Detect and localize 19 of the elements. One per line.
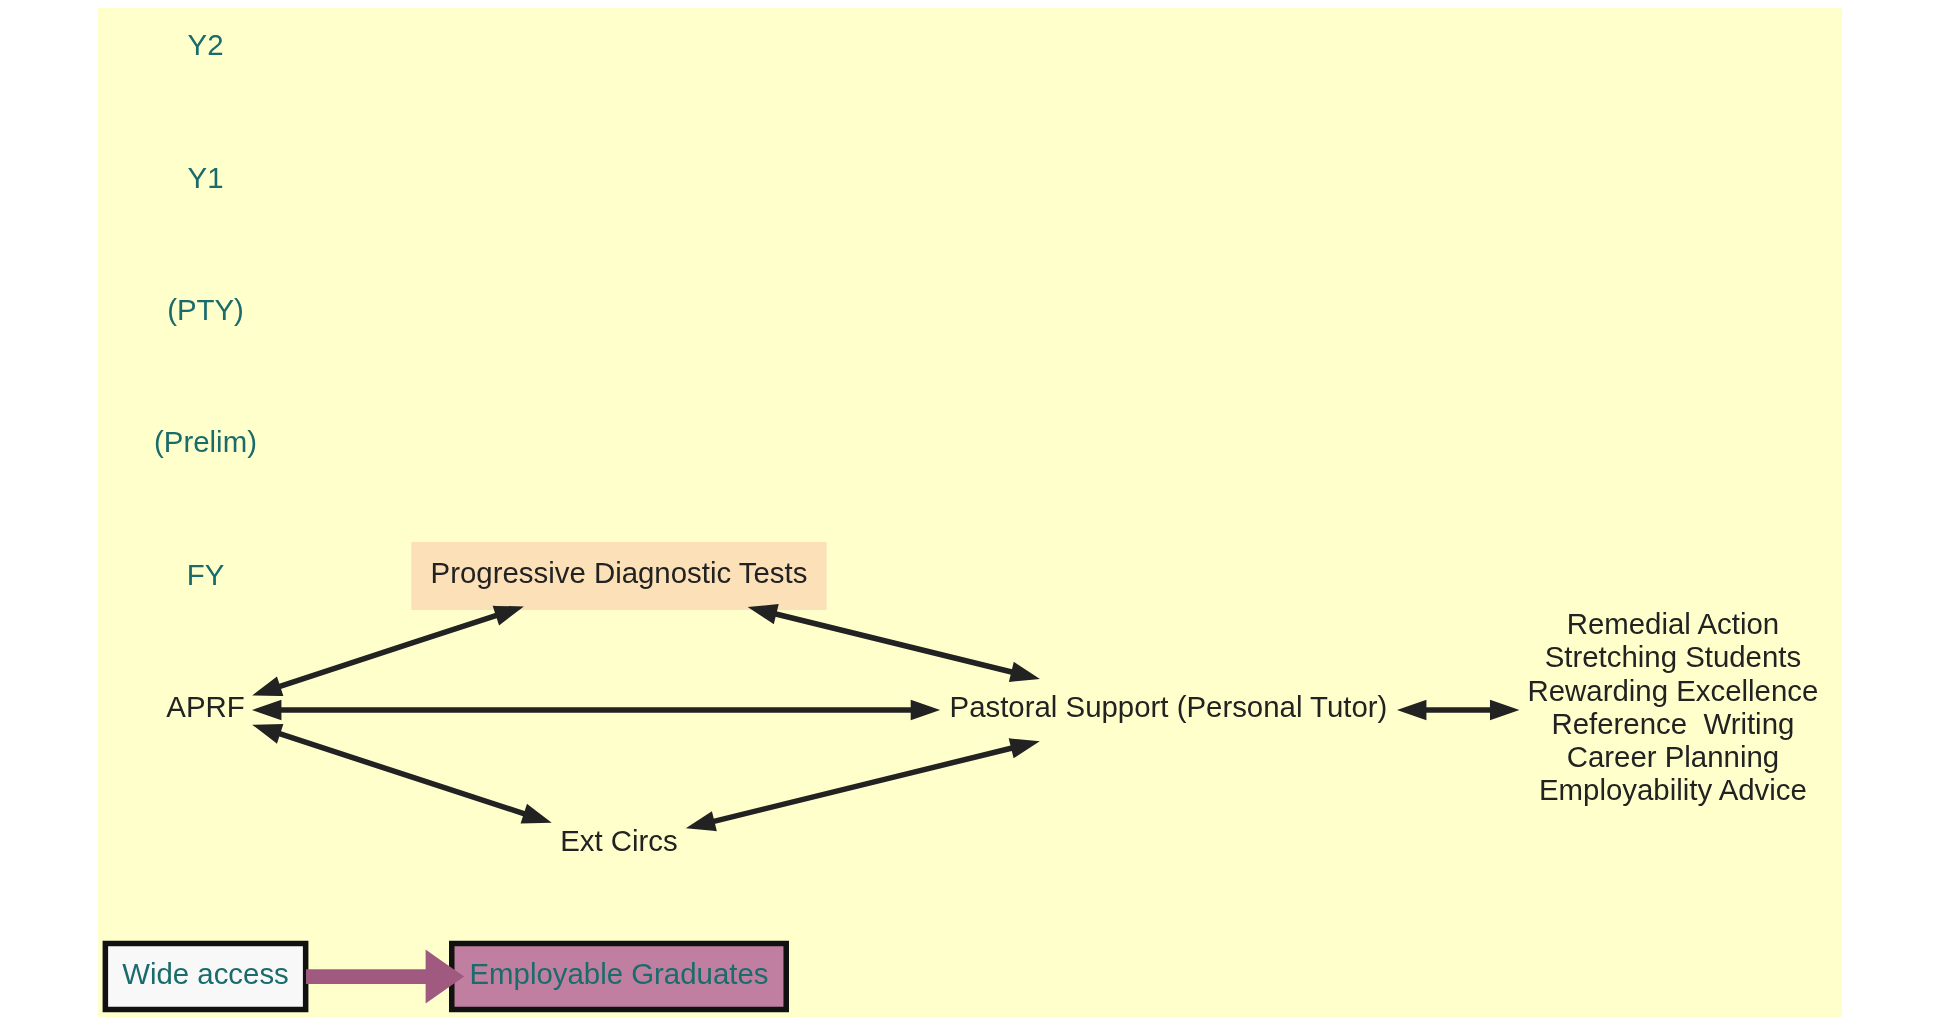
arrow bbox=[251, 605, 524, 697]
arrow bbox=[305, 949, 464, 1004]
arrow bbox=[1396, 699, 1519, 721]
node-box: Progressive Diagnostic Tests bbox=[410, 541, 827, 610]
label: Y1 bbox=[187, 160, 223, 194]
label: FY bbox=[186, 557, 224, 591]
arrow bbox=[251, 699, 940, 721]
node-box: Employable Graduates bbox=[448, 940, 789, 1013]
arrow bbox=[251, 724, 552, 824]
label: (Prelim) bbox=[153, 425, 257, 459]
label: (PTY) bbox=[166, 293, 244, 327]
node-text: Pastoral Support (Personal Tutor) bbox=[949, 690, 1387, 724]
label: Y2 bbox=[187, 28, 223, 62]
node-text: Ext Circs bbox=[559, 824, 678, 858]
arrow bbox=[685, 738, 1040, 832]
node-box: Wide access bbox=[102, 940, 308, 1013]
arrow bbox=[747, 604, 1040, 682]
node-text: Remedial Action Stretching Students Rewarding Excellence Reference Writing Career Planning Employability Advice bbox=[1527, 607, 1818, 806]
node-text: APRF bbox=[165, 690, 245, 724]
